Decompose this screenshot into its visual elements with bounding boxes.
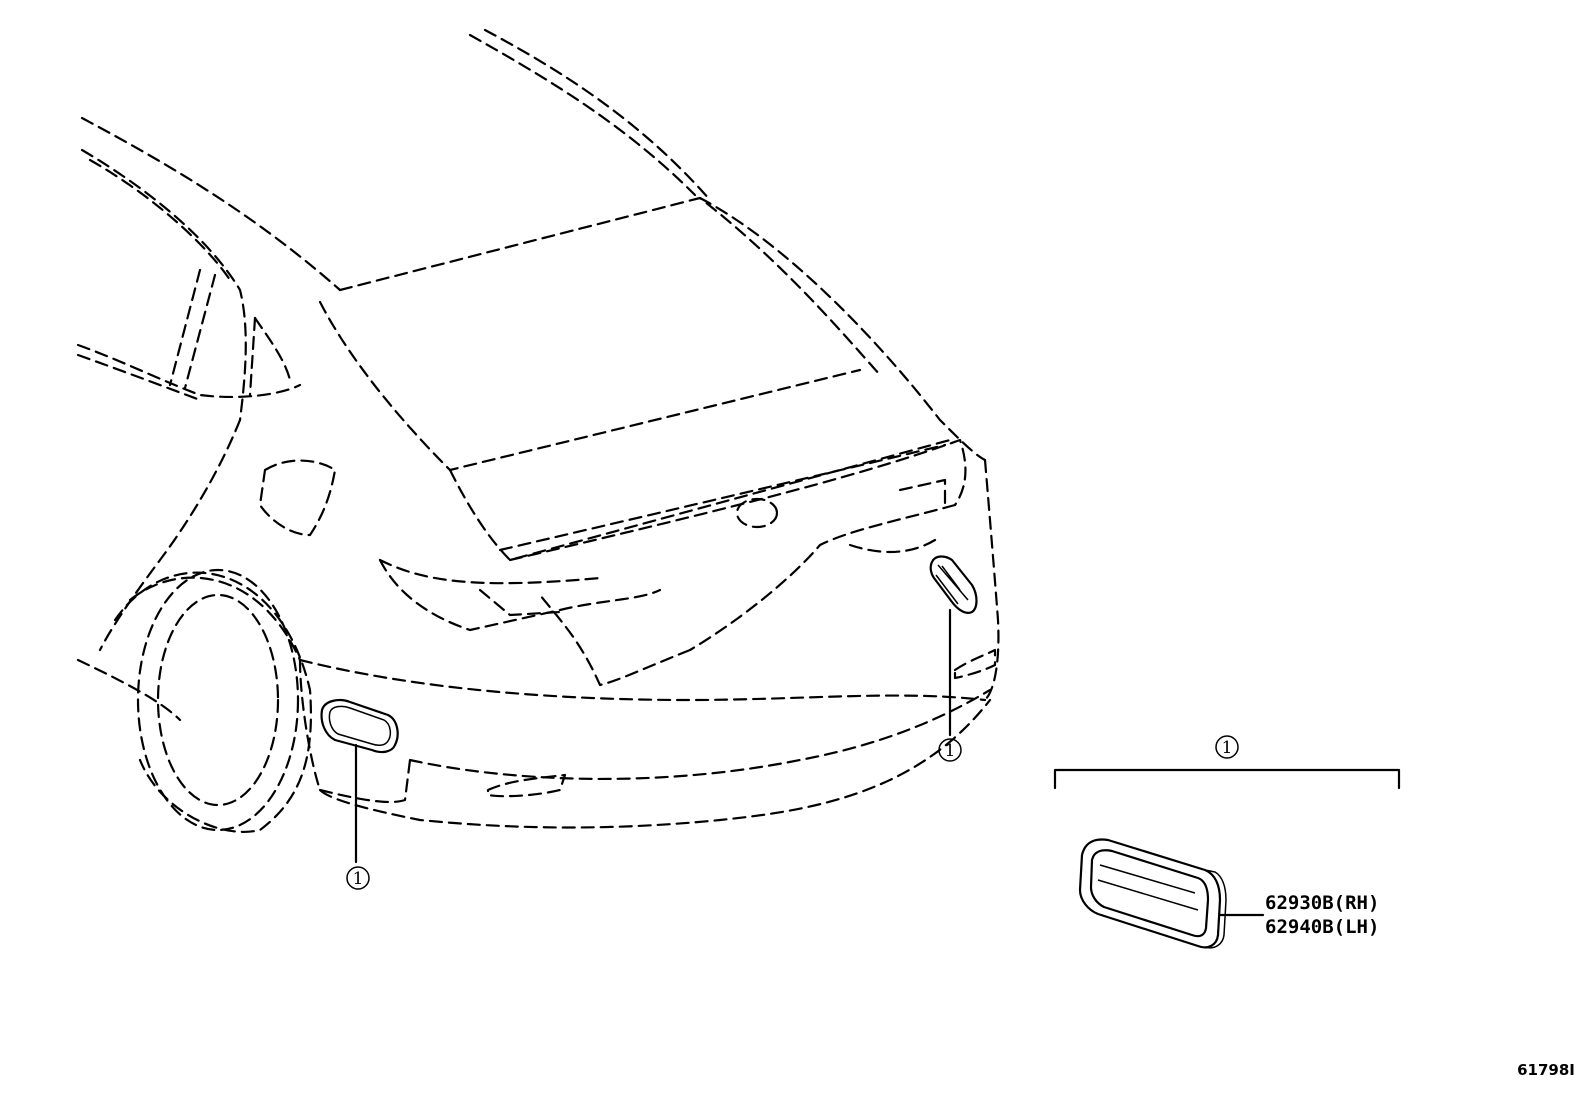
figure-id: 61798I — [1517, 1061, 1575, 1079]
callout-group-label: 1 — [1222, 738, 1233, 758]
reflector-part-detail — [1078, 838, 1227, 949]
callout-right: 1 — [938, 738, 962, 762]
callout-left-label: 1 — [353, 869, 364, 889]
part-number-rh: 62930B(RH) — [1265, 892, 1379, 914]
reflector-right-installed — [929, 555, 978, 614]
car-body-outline — [76, 28, 1000, 833]
part-number-lh: 62940B(LH) — [1265, 916, 1379, 938]
reflector-left-installed — [320, 699, 399, 754]
callout-group: 1 — [1215, 735, 1239, 759]
callout-left: 1 — [346, 866, 370, 890]
callout-right-label: 1 — [945, 741, 956, 761]
group-bracket — [1053, 768, 1401, 790]
